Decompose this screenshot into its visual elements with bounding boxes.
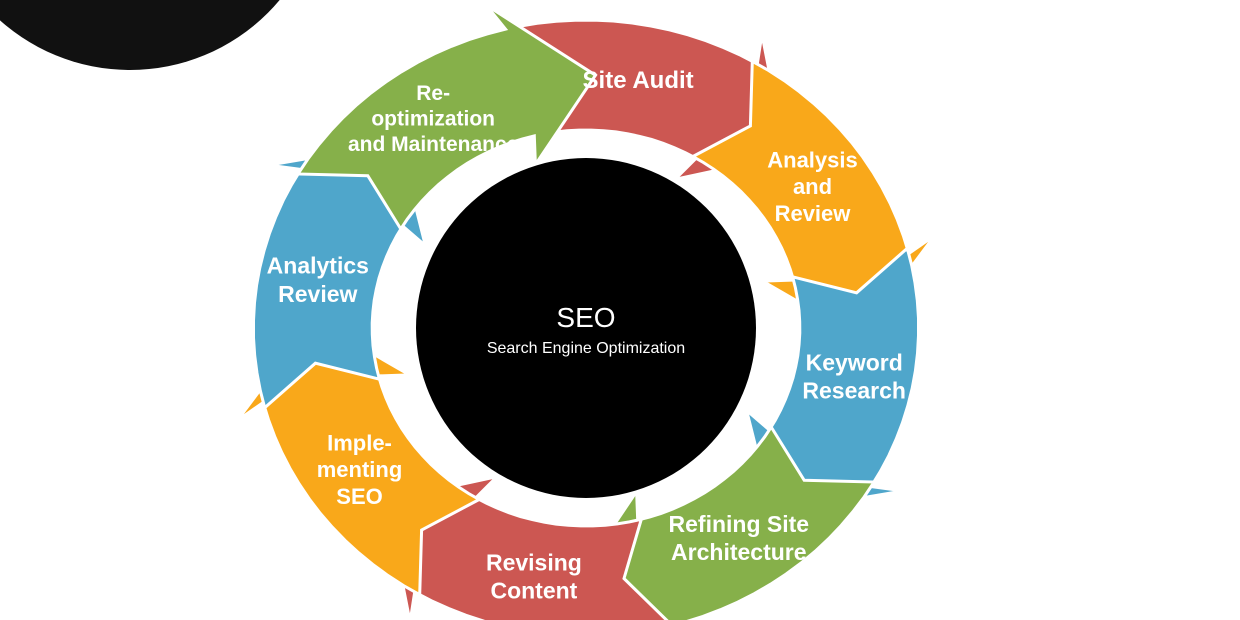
step-label-line: Refining Site — [669, 511, 810, 537]
cycle-arrow-4 — [574, 424, 877, 620]
cycle-arrow-6 — [235, 317, 483, 598]
step-label-line: Revising — [486, 549, 582, 575]
step-label-line: Analysis — [767, 147, 858, 172]
step-label-line: and — [793, 174, 832, 199]
step-label-line: Site Audit — [583, 67, 694, 94]
center-circle — [416, 158, 756, 498]
step-label-line: Imple- — [327, 430, 392, 455]
cycle-arrow-8 — [295, 3, 598, 232]
cycle-arrows — [235, 3, 937, 620]
step-label-line: Keyword — [806, 349, 903, 375]
step-label-1: Site Audit — [583, 67, 694, 94]
step-label-line: optimization — [371, 108, 495, 131]
step-label-line: Review — [278, 281, 357, 307]
step-label-line: SEO — [336, 484, 382, 509]
cycle-arrow-3 — [743, 245, 920, 515]
step-label-line: Research — [802, 377, 906, 403]
step-label-line: Architecture — [671, 539, 806, 565]
center-title: SEO — [556, 302, 615, 333]
step-label-line: Analytics — [267, 253, 369, 279]
cycle-arrow-7 — [252, 141, 429, 411]
step-label-line: Content — [490, 577, 577, 603]
step-label-line: Review — [775, 201, 852, 226]
center-subtitle: Search Engine Optimization — [487, 340, 685, 357]
corner-decor-circle — [0, 0, 280, 70]
step-label-line: Re- — [416, 82, 450, 105]
step-label-line: menting — [317, 457, 403, 482]
step-label-line: and Maintenance — [348, 133, 518, 156]
cycle-arrow-2 — [689, 58, 937, 339]
